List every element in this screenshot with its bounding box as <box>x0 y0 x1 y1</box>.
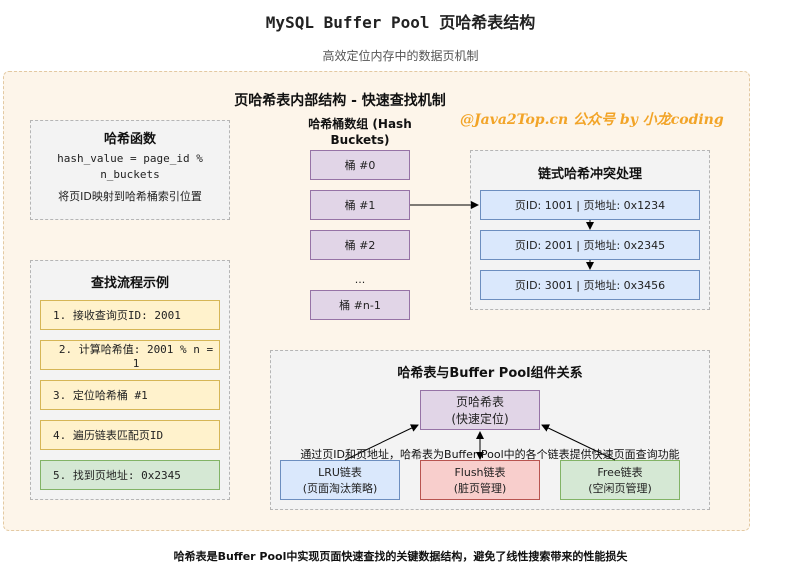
hash-function-description: 将页ID映射到哈希桶索引位置 <box>58 190 202 203</box>
relations-caption: 通过页ID和页地址，哈希表为Buffer Pool中的各个链表提供快速页面查询功… <box>300 448 680 461</box>
bucket-2[interactable]: 桶 #2 <box>310 230 410 260</box>
bucket-ellipsis: ... <box>354 272 366 286</box>
bucket-n-1[interactable]: 桶 #n-1 <box>310 290 410 320</box>
lookup-step-1: 1. 接收查询页ID: 2001 <box>40 300 220 330</box>
lru-list-line1: LRU链表 <box>318 466 362 479</box>
lookup-step-2: 2. 计算哈希值: 2001 % n = 1 <box>40 340 220 370</box>
hash-table-node[interactable]: 页哈希表 (快速定位) <box>420 390 540 430</box>
hash-table-line1: 页哈希表 <box>455 395 504 409</box>
lookup-title: 查找流程示例 <box>90 276 169 291</box>
bucket-1[interactable]: 桶 #1 <box>310 190 410 220</box>
bucket-0[interactable]: 桶 #0 <box>310 150 410 180</box>
main-title: 页哈希表内部结构 - 快速查找机制 <box>234 93 446 109</box>
lookup-step-3: 3. 定位哈希桶 #1 <box>40 380 220 410</box>
hash-formula-line1: hash_value = page_id % <box>57 152 203 165</box>
flush-list-node[interactable]: Flush链表 (脏页管理) <box>420 460 540 500</box>
flush-list-line1: Flush链表 <box>454 466 506 479</box>
chain-node-3[interactable]: 页ID: 3001 | 页地址: 0x3456 <box>480 270 700 300</box>
hash-function-title: 哈希函数 <box>103 132 156 147</box>
chain-node-1[interactable]: 页ID: 1001 | 页地址: 0x1234 <box>480 190 700 220</box>
page-title: MySQL Buffer Pool 页哈希表结构 <box>265 13 536 32</box>
buckets-title: 哈希桶数组 (Hash Buckets) <box>290 116 430 148</box>
lru-list-node[interactable]: LRU链表 (页面淘汰策略) <box>280 460 400 500</box>
footer-note: 哈希表是Buffer Pool中实现页面快速查找的关键数据结构，避免了线性搜索带… <box>173 550 628 563</box>
free-to-hash-arrow <box>541 424 616 461</box>
watermark: @Java2Top.cn 公众号 by 小龙coding <box>460 112 724 128</box>
page-subtitle: 高效定位内存中的数据页机制 <box>322 49 479 63</box>
lookup-step-4: 4. 遍历链表匹配页ID <box>40 420 220 450</box>
relations-title: 哈希表与Buffer Pool组件关系 <box>397 366 583 381</box>
lru-to-hash-arrow <box>344 424 419 461</box>
lru-list-line2: (页面淘汰策略) <box>302 482 378 495</box>
free-list-line1: Free链表 <box>597 466 643 479</box>
hash-function-panel <box>30 120 230 220</box>
free-list-line2: (空闲页管理) <box>588 482 652 495</box>
lookup-step-5: 5. 找到页地址: 0x2345 <box>40 460 220 490</box>
hash-table-line2: (快速定位) <box>451 412 509 426</box>
chain-title: 链式哈希冲突处理 <box>537 167 642 182</box>
buckets-title-line2: Buckets) <box>330 133 390 147</box>
free-list-node[interactable]: Free链表 (空闲页管理) <box>560 460 680 500</box>
chain-node-2[interactable]: 页ID: 2001 | 页地址: 0x2345 <box>480 230 700 260</box>
flush-list-line2: (脏页管理) <box>453 482 507 495</box>
buckets-title-line1: 哈希桶数组 (Hash <box>308 117 412 131</box>
hash-formula-line2: n_buckets <box>100 168 160 181</box>
